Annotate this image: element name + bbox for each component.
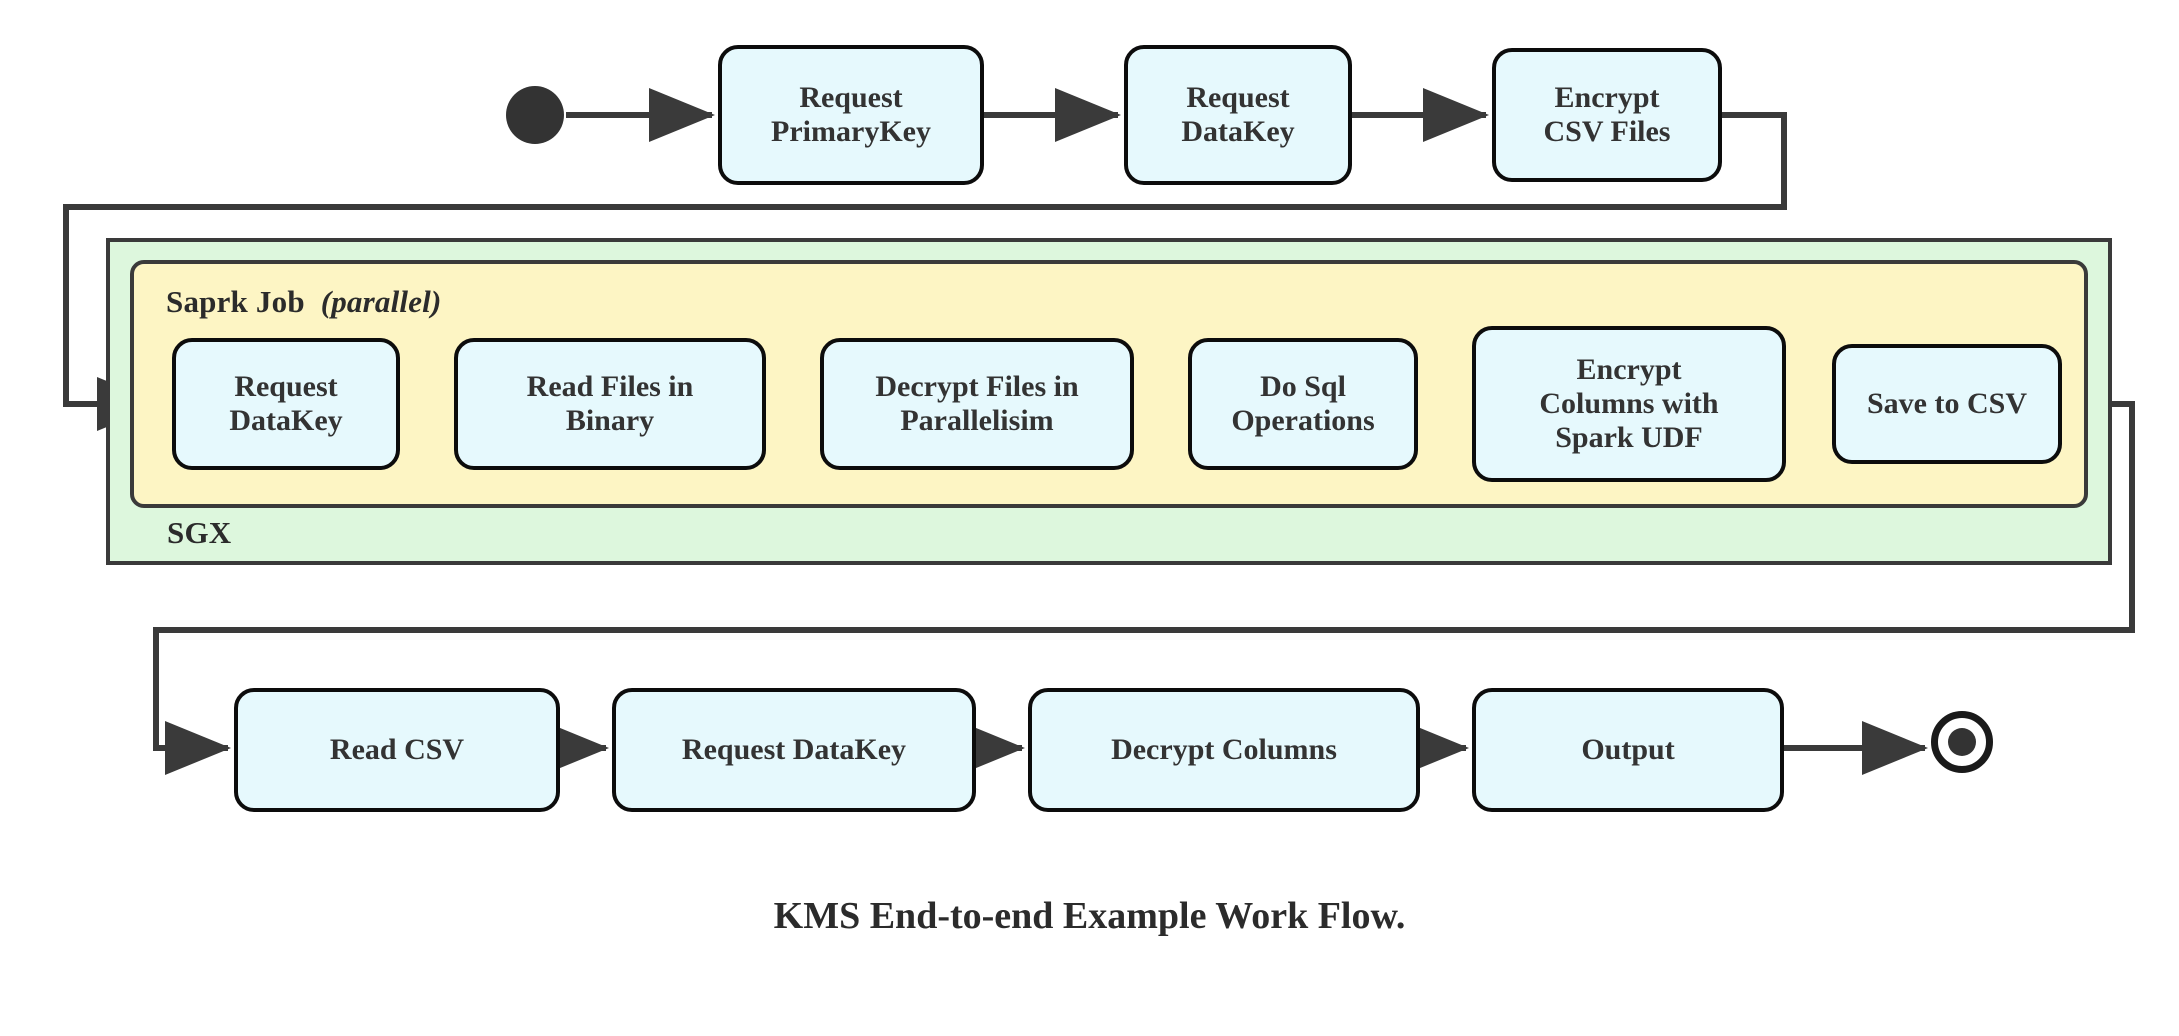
node-label: Save to CSV — [1866, 386, 2027, 420]
node-label: Decrypt Files in Parallelisim — [875, 369, 1079, 437]
node-label: Decrypt Columns — [1111, 732, 1337, 766]
node-label: Request DataKey — [229, 369, 343, 437]
node-save-to-csv[interactable]: Save to CSV — [1832, 344, 2062, 464]
node-output[interactable]: Output — [1472, 688, 1784, 812]
node-label: Encrypt CSV Files — [1543, 80, 1671, 148]
container-spark-job-label: Saprk Job (parallel) — [166, 284, 442, 320]
node-label: Request PrimaryKey — [771, 80, 931, 148]
container-spark-job-qualifier: (parallel) — [320, 284, 442, 319]
node-request-datakey-spark[interactable]: Request DataKey — [172, 338, 400, 470]
node-label: Encrypt Columns with Spark UDF — [1539, 352, 1719, 455]
node-request-datakey-top[interactable]: Request DataKey — [1124, 45, 1352, 185]
node-label: Read Files in Binary — [526, 369, 694, 437]
node-label: Read CSV — [329, 732, 465, 766]
node-decrypt-files-in-parallelisim[interactable]: Decrypt Files in Parallelisim — [820, 338, 1134, 470]
node-encrypt-csv-files[interactable]: Encrypt CSV Files — [1492, 48, 1722, 182]
node-do-sql-operations[interactable]: Do Sql Operations — [1188, 338, 1418, 470]
node-read-files-in-binary[interactable]: Read Files in Binary — [454, 338, 766, 470]
node-decrypt-columns[interactable]: Decrypt Columns — [1028, 688, 1420, 812]
diagram-caption: KMS End-to-end Example Work Flow. — [773, 895, 1406, 937]
node-label: Output — [1581, 732, 1675, 766]
container-spark-job-name: Saprk Job — [166, 284, 305, 319]
node-read-csv[interactable]: Read CSV — [234, 688, 560, 812]
start-state-dot — [506, 86, 564, 144]
container-sgx-label: SGX — [167, 515, 232, 550]
node-label: Do Sql Operations — [1231, 369, 1375, 437]
node-label: Request DataKey — [681, 732, 907, 766]
final-state-ring — [1931, 711, 1993, 773]
node-request-primarykey[interactable]: Request PrimaryKey — [718, 45, 984, 185]
node-encrypt-columns-with-spark-udf[interactable]: Encrypt Columns with Spark UDF — [1472, 326, 1786, 482]
node-request-datakey-bottom[interactable]: Request DataKey — [612, 688, 976, 812]
node-label: Request DataKey — [1181, 80, 1295, 148]
